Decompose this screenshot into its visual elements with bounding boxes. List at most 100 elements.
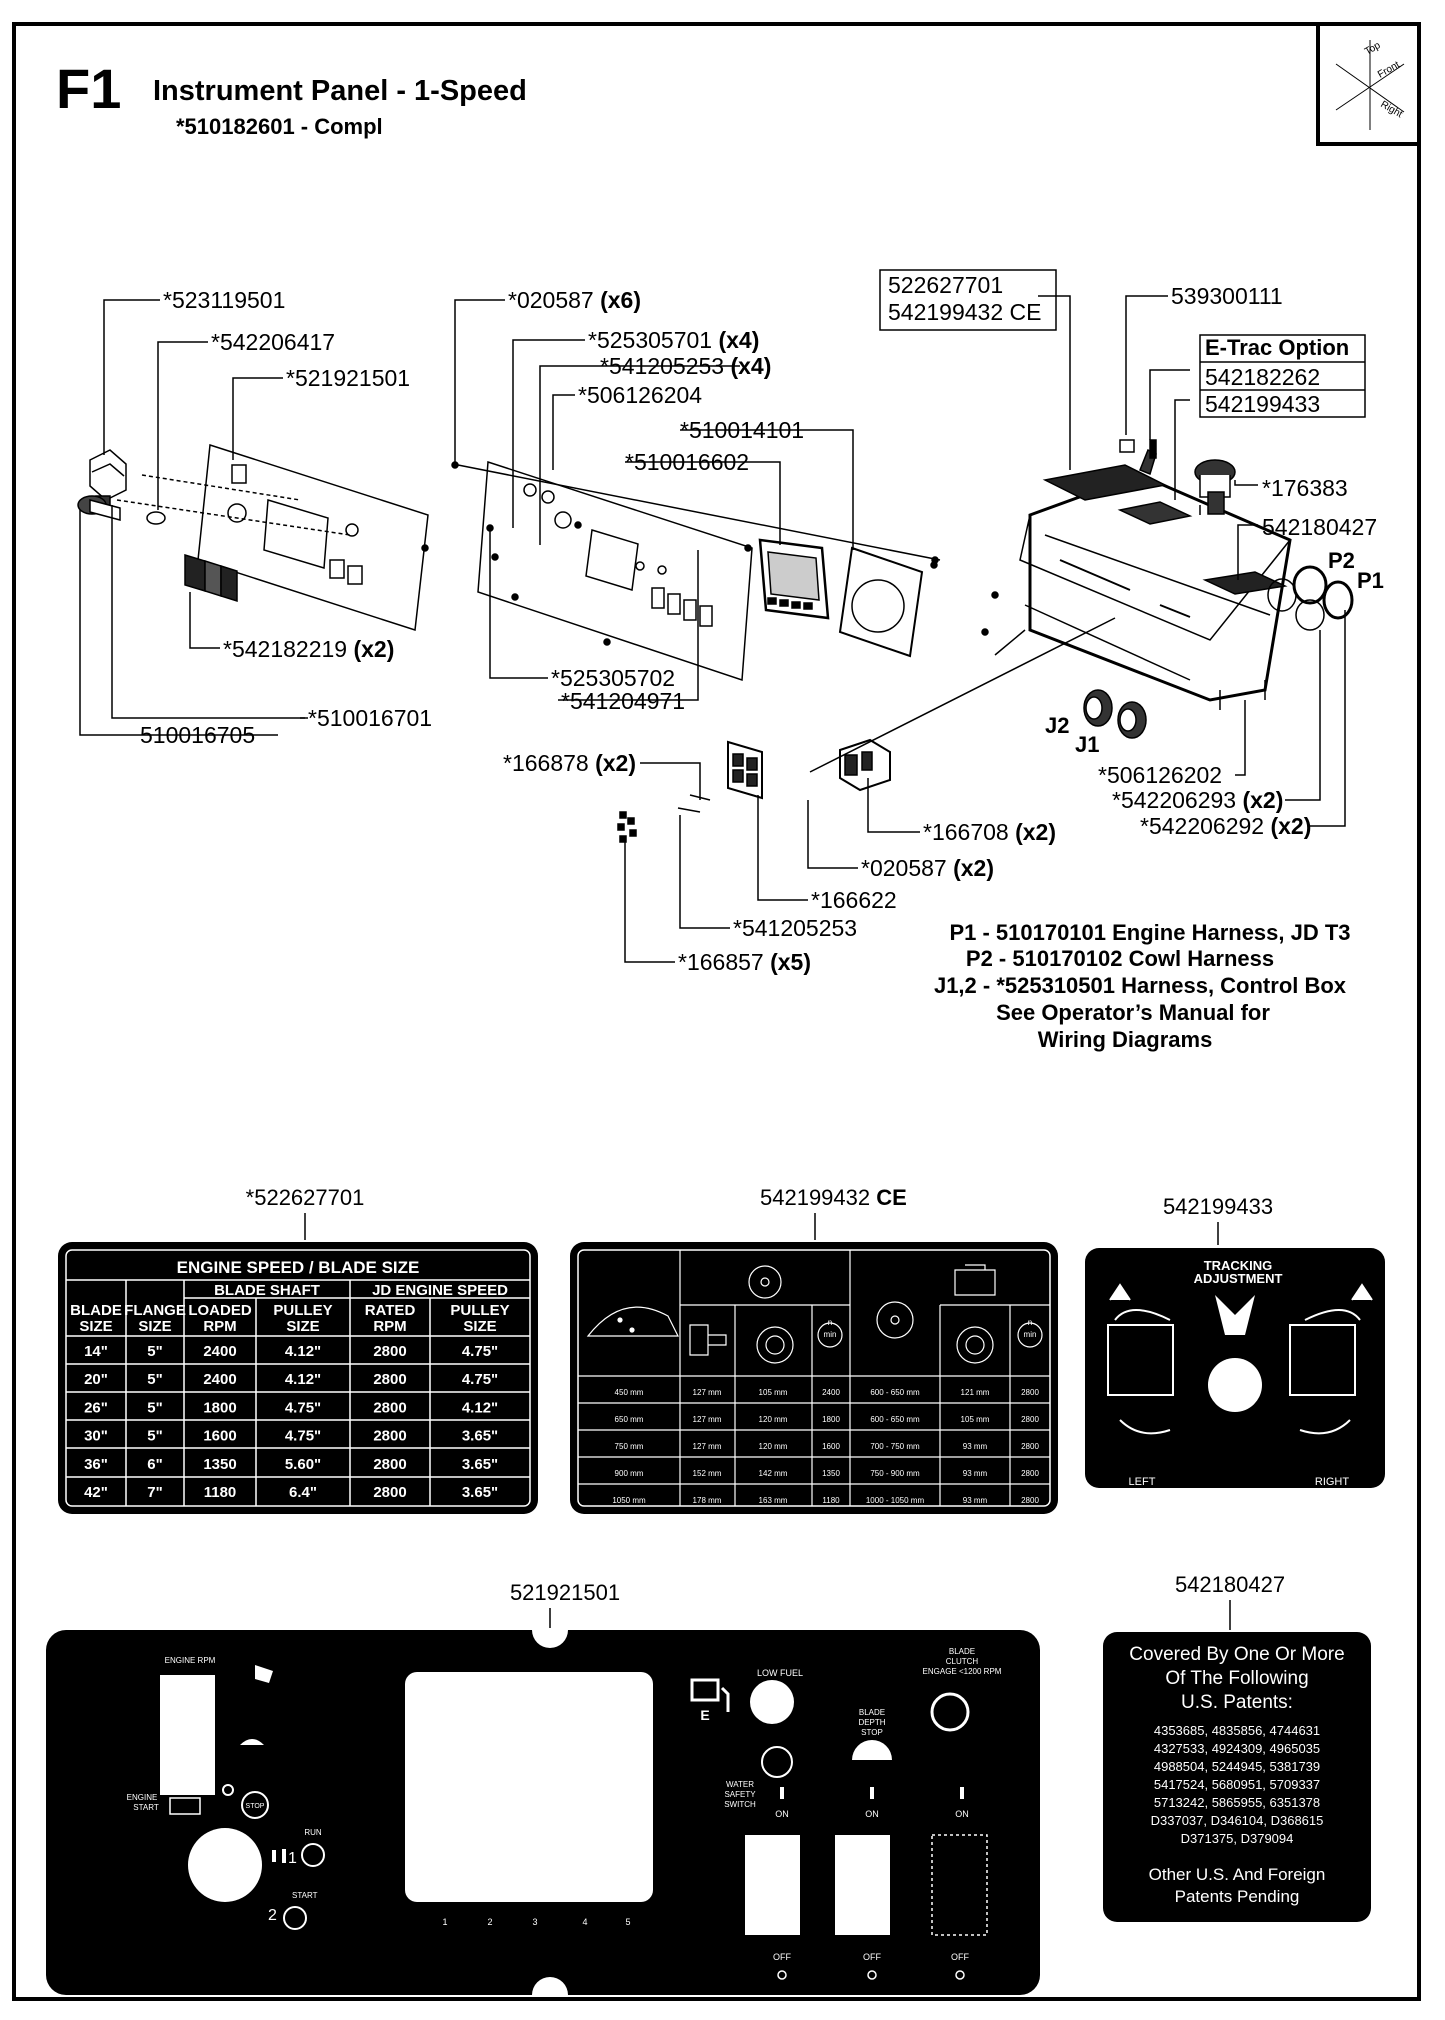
- table-column-header: RPM: [373, 1318, 406, 1335]
- callout-label: *166878 (x2): [503, 750, 636, 776]
- table-cell: 750 - 900 mm: [870, 1469, 920, 1478]
- callout-label: *166708 (x2): [923, 819, 1056, 845]
- connector-p1-label: P1: [1357, 568, 1384, 593]
- relay-base-part: [727, 740, 763, 800]
- patent-number: D337037, D346104, D368615: [1151, 1813, 1324, 1828]
- table-cell: 750 mm: [615, 1442, 644, 1451]
- patent-number: D371375, D379094: [1181, 1831, 1294, 1846]
- harness-note: P2 - 510170102 Cowl Harness: [966, 946, 1274, 971]
- harness-notes: P1 - 510170101 Engine Harness, JD T3 P2 …: [934, 920, 1351, 1052]
- low-fuel-light-cutout: [750, 1680, 794, 1724]
- table-cell: 1050 mm: [612, 1496, 646, 1505]
- decal-panel-part: [197, 444, 429, 631]
- callout-label: *506126202: [1098, 762, 1222, 788]
- ce-decal: 542199432 CE: [570, 1185, 1058, 1514]
- table-column-header: BLADE: [70, 1302, 122, 1319]
- callout-label: *166622: [811, 887, 897, 913]
- table-group-header: JD ENGINE SPEED: [372, 1282, 508, 1299]
- callout-label: *542206417: [211, 329, 335, 355]
- patent-number: 4353685, 4835856, 4744631: [1154, 1723, 1320, 1738]
- patent-footer: Patents Pending: [1175, 1887, 1300, 1906]
- table-cell: 152 mm: [693, 1469, 722, 1478]
- table-cell: 127 mm: [693, 1415, 722, 1424]
- harness-note: See Operator’s Manual for: [996, 1000, 1270, 1025]
- fuel-empty-label: E: [700, 1707, 709, 1723]
- rabbit-icon: [255, 1665, 273, 1683]
- table-cell: 2800: [1021, 1496, 1039, 1505]
- unit-label: min: [1024, 1330, 1037, 1339]
- callout-label: *020587 (x2): [861, 855, 994, 881]
- table-cell: 5": [147, 1343, 162, 1360]
- control-panel-decal: 521921501 ENGINE RPM ENGINE START STOP R…: [46, 1580, 1040, 1995]
- engine-rpm-label: ENGINE RPM: [165, 1656, 216, 1665]
- stop-label: STOP: [246, 1803, 265, 1810]
- callout-label: *523119501: [163, 287, 285, 313]
- table-cell: 2800: [373, 1428, 406, 1445]
- table-cell: 2800: [373, 1456, 406, 1473]
- axis-right-label: Right: [1379, 99, 1405, 120]
- etrac-option-label: E-Trac Option: [1205, 335, 1349, 360]
- table-cell: 5.60": [285, 1456, 321, 1473]
- tracking-left-label: LEFT: [1129, 1476, 1156, 1488]
- callout-label: *541205253: [733, 915, 857, 941]
- table-cell: 4.75": [285, 1428, 321, 1445]
- decal-label: 542199432 CE: [760, 1185, 907, 1210]
- callout-label: 542182262: [1205, 364, 1320, 390]
- table-cell: 36": [84, 1456, 108, 1473]
- mark-label: [282, 1849, 286, 1863]
- table-cell: 120 mm: [759, 1415, 788, 1424]
- table-cell: 1350: [822, 1469, 840, 1478]
- engine-start-label: START: [133, 1803, 159, 1812]
- table-cell: 2800: [373, 1484, 406, 1501]
- table-cell: 600 - 650 mm: [870, 1415, 920, 1424]
- callout-label: *541205253 (x4): [600, 353, 771, 379]
- blade-clutch-label: BLADE: [949, 1647, 975, 1656]
- callout-label: *542206292 (x2): [1140, 813, 1311, 839]
- connector-set: [1083, 689, 1147, 739]
- depth-stop-label: BLADE: [859, 1708, 885, 1717]
- switch-on-label: ON: [775, 1809, 789, 1819]
- table-group-header: BLADE SHAFT: [214, 1282, 320, 1299]
- callout-label: 542180427: [1262, 514, 1377, 540]
- depth-stop-label: STOP: [861, 1728, 883, 1737]
- run-label: RUN: [304, 1828, 322, 1837]
- table-cell: 4.12": [285, 1343, 321, 1360]
- water-switch-label: WATER: [726, 1780, 754, 1789]
- wing-nut-icon: [1215, 1295, 1255, 1335]
- table-cell: 178 mm: [693, 1496, 722, 1505]
- switch-cutout: [745, 1835, 800, 1935]
- table-column-header: SIZE: [79, 1318, 112, 1335]
- page-title: Instrument Panel - 1-Speed: [153, 75, 527, 107]
- table-cell: 650 mm: [615, 1415, 644, 1424]
- tracking-right-label: RIGHT: [1315, 1476, 1350, 1488]
- table-cell: 3.65": [462, 1428, 498, 1445]
- cap-part: [1119, 439, 1135, 453]
- tracking-title: ADJUSTMENT: [1194, 1271, 1283, 1286]
- table-cell: 5": [147, 1371, 162, 1388]
- blade-depth-icon: [852, 1740, 892, 1760]
- display-bracket-part: [838, 546, 924, 658]
- blade-clutch-label: ENGAGE <1200 RPM: [923, 1667, 1002, 1676]
- run-icon: [301, 1843, 325, 1867]
- table-cell: 900 mm: [615, 1469, 644, 1478]
- orientation-indicator: Top Front Right: [1316, 22, 1421, 146]
- table-cell: 3.65": [462, 1456, 498, 1473]
- start-mark-label: 2: [268, 1907, 277, 1924]
- table-cell: 2400: [203, 1371, 236, 1388]
- optional-switch-outline: [931, 1834, 988, 1936]
- exploded-view: [77, 439, 1354, 843]
- adjust-hole-icon: [1208, 1358, 1262, 1412]
- patent-heading: U.S. Patents:: [1181, 1692, 1293, 1713]
- table-cell: 1600: [822, 1442, 840, 1451]
- patent-number: 5713242, 5865955, 6351378: [1154, 1795, 1320, 1810]
- table-cell: 4.75": [462, 1371, 498, 1388]
- callout-leaders: [79, 295, 1346, 963]
- table-cell: 7": [147, 1484, 162, 1501]
- table-cell: 163 mm: [759, 1496, 788, 1505]
- callout-label: *542206293 (x2): [1112, 787, 1283, 813]
- table-cell: 120 mm: [759, 1442, 788, 1451]
- table-cell: 1800: [822, 1415, 840, 1424]
